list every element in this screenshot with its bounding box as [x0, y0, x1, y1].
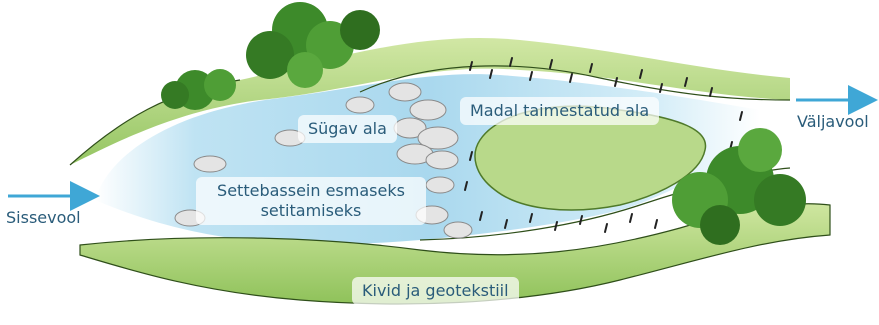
settling-basin-label: Settebassein esmaseks setitamiseks [196, 177, 426, 225]
settling-basin-label-line2: setitamiseks [206, 201, 416, 221]
rock-icon [444, 222, 472, 238]
rock-icon [194, 156, 226, 172]
stones-label: Kivid ja geotekstiil [352, 277, 519, 305]
settling-basin-label-line1: Settebassein esmaseks [206, 181, 416, 201]
deep-zone-label: Sügav ala [298, 115, 397, 143]
reed-icon [605, 224, 607, 232]
reed-icon [570, 74, 572, 82]
shallow-zone-label: Madal taimestatud ala [460, 97, 659, 125]
reed-icon [630, 214, 632, 222]
outflow-label: Väljavool [797, 112, 869, 132]
rock-icon [346, 97, 374, 113]
reed-icon [655, 220, 657, 228]
inflow-label: Sissevool [6, 208, 81, 228]
rock-icon [410, 100, 446, 120]
rock-icon [426, 177, 454, 193]
rock-icon [389, 83, 421, 101]
rock-icon [426, 151, 458, 169]
